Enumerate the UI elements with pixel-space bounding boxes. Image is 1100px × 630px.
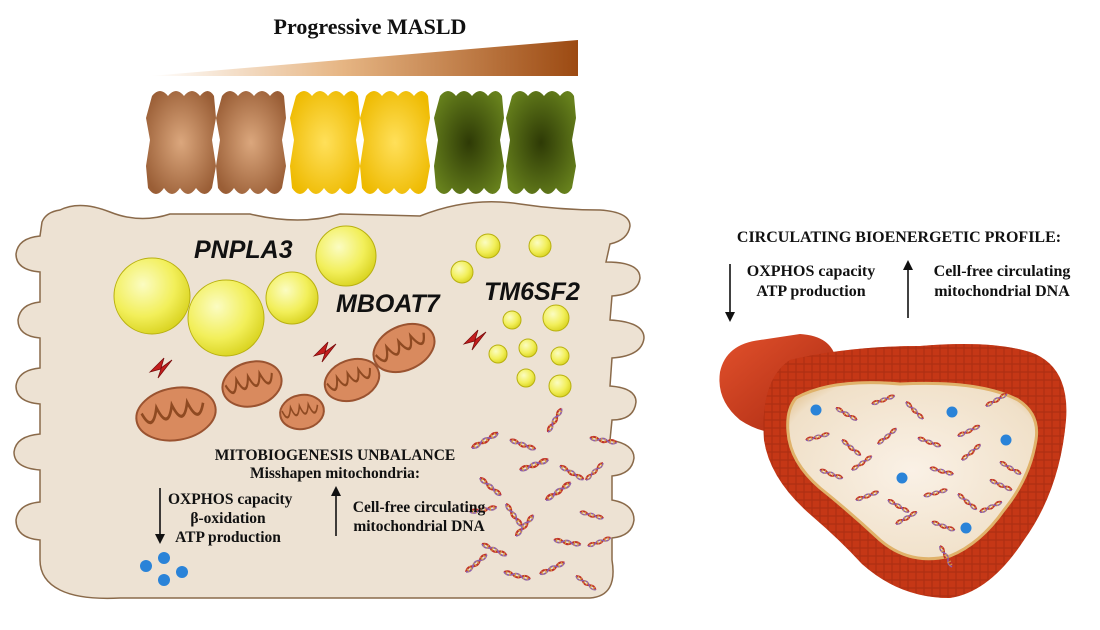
circ-decrease-item: OXPHOS capacity	[746, 263, 876, 280]
progression-wedge	[150, 40, 578, 76]
mitochondrion	[135, 386, 217, 442]
mitochondrion	[221, 360, 283, 408]
lipid-droplet	[488, 344, 508, 364]
circ-decrease-item: ATP production	[756, 283, 866, 300]
gene-label-tm6sf2: TM6SF2	[484, 278, 580, 306]
circ-heading: CIRCULATING BIOENERGETIC PROFILE:	[736, 229, 1062, 246]
fibrotic-hepatocyte	[434, 91, 504, 194]
circ-increase-arrow	[903, 260, 913, 318]
gene-label-pnpla3: PNPLA3	[194, 236, 293, 264]
atp-dot	[176, 566, 188, 578]
circ-decrease-list: OXPHOS capacity ATP production	[736, 262, 886, 302]
lipid-droplet	[528, 234, 552, 258]
steatotic-hepatocyte	[290, 91, 360, 194]
atp-dot	[810, 404, 822, 416]
circ-decrease-arrow	[725, 264, 735, 322]
atp-dot	[140, 560, 152, 572]
healthy-hepatocyte	[146, 91, 216, 194]
lipid-droplet	[502, 310, 522, 330]
lipid-droplet	[450, 260, 474, 284]
cell-increase-item: Cell-free circulating	[352, 499, 486, 516]
cell-increase-item: mitochondrial DNA	[353, 518, 485, 535]
cell-decrease-item: OXPHOS capacity	[168, 491, 293, 508]
lipid-droplet	[548, 374, 572, 398]
lipid-droplet	[518, 338, 538, 358]
gene-label-mboat7: MBOAT7	[336, 290, 440, 318]
atp-dot	[158, 552, 170, 564]
mito-subheading: Misshapen mitochondria:	[249, 465, 421, 482]
mito-heading: MITOBIOGENESIS UNBALANCE	[214, 447, 456, 464]
atp-dot	[158, 574, 170, 586]
cell-blue-dots	[140, 552, 188, 586]
mitochondrion	[372, 322, 436, 374]
figure-title: Progressive MASLD	[273, 14, 467, 39]
atp-dot	[946, 406, 958, 418]
mitochondria	[135, 322, 436, 442]
lipid-droplet	[516, 368, 536, 388]
vessel-blue-dots	[810, 404, 1012, 534]
cell-decrease-arrow	[155, 488, 165, 544]
lipid-droplet	[187, 279, 265, 357]
cell-decrease-list: OXPHOS capacity β-oxidation ATP producti…	[168, 490, 293, 547]
blood-vessel	[719, 334, 1067, 598]
cell-decrease-item: β-oxidation	[190, 510, 266, 527]
atp-dot	[1000, 434, 1012, 446]
cell-decrease-item: ATP production	[175, 529, 281, 546]
healthy-hepatocyte	[216, 91, 286, 194]
circ-increase-item: Cell-free circulating	[933, 263, 1071, 280]
fibrotic-hepatocyte	[506, 91, 576, 194]
mitochondrion	[323, 357, 381, 403]
lipid-droplet	[265, 271, 319, 325]
atp-dot	[896, 472, 908, 484]
mitochondrion	[279, 393, 325, 431]
lipid-droplet	[475, 233, 501, 259]
lipid-droplet	[542, 304, 570, 332]
circ-increase-list: Cell-free circulating mitochondrial DNA	[914, 262, 1090, 302]
cell-increase-list: Cell-free circulating mitochondrial DNA	[344, 498, 494, 536]
circ-increase-item: mitochondrial DNA	[934, 283, 1070, 300]
atp-dot	[960, 522, 972, 534]
lipid-droplet	[113, 257, 191, 335]
cell-increase-arrow	[331, 486, 341, 536]
lipid-droplet	[550, 346, 570, 366]
steatotic-hepatocyte	[360, 91, 430, 194]
hepatocyte-strip	[146, 91, 576, 194]
lipid-droplets	[113, 225, 572, 398]
lipid-droplet	[315, 225, 377, 287]
